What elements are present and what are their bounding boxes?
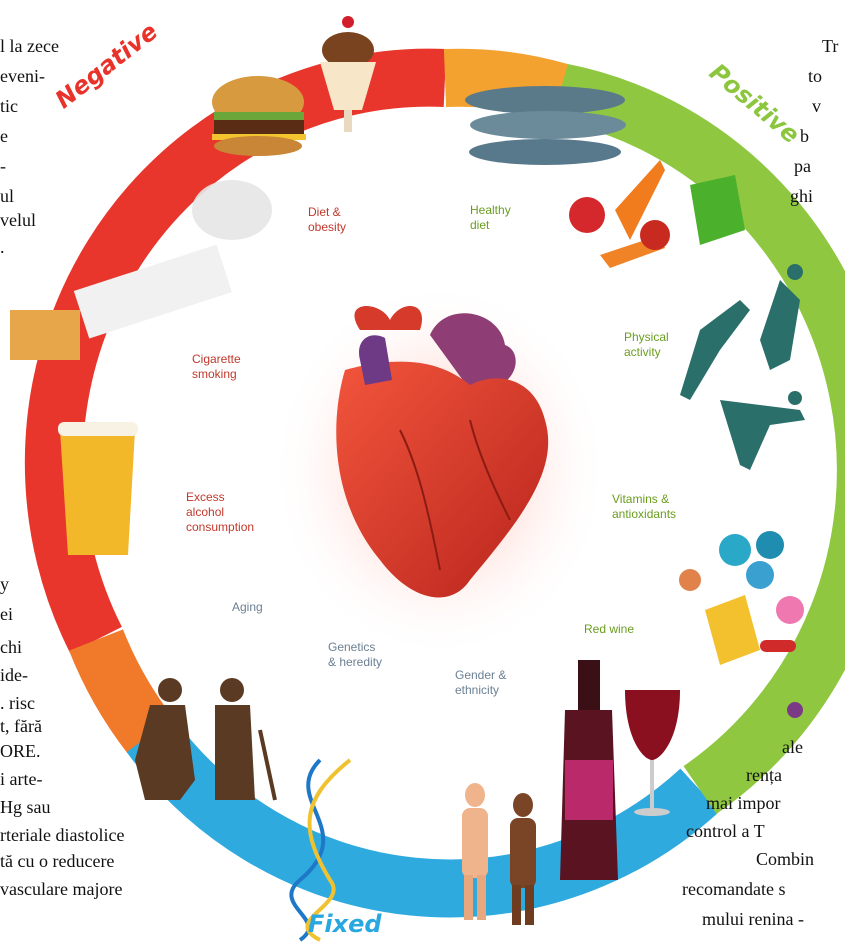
left-text-line: ORE. xyxy=(0,742,41,760)
left-text-line: Hg sau xyxy=(0,798,51,816)
right-text-line: pa xyxy=(794,157,811,175)
left-text-line: vasculare majore xyxy=(0,880,122,898)
label-healthy-diet: Healthy diet xyxy=(470,203,511,233)
label-vitamins-antioxidants: Vitamins & antioxidants xyxy=(612,492,676,522)
right-text-line: b xyxy=(800,127,809,145)
right-text-line: v xyxy=(812,97,821,115)
left-text-line: ide- xyxy=(0,666,28,684)
label-cigarette-smoking: Cigarette smoking xyxy=(192,352,241,382)
left-text-line: ei xyxy=(0,605,13,623)
right-text-line: recomandate s xyxy=(682,880,785,898)
right-text-line: mului renina - xyxy=(702,910,804,928)
right-text-line: ghi xyxy=(790,187,813,205)
ring-negative-orange-blend xyxy=(96,640,150,735)
right-text-line: control a T xyxy=(686,822,765,840)
label-red-wine: Red wine xyxy=(584,622,634,637)
left-text-line: eveni- xyxy=(0,67,45,85)
left-text-line: - xyxy=(0,157,6,175)
label-diet-obesity: Diet & obesity xyxy=(308,205,346,235)
left-text-line: rteriale diastolice xyxy=(0,826,124,844)
right-text-line: Combin xyxy=(756,850,814,868)
beer-illustration xyxy=(58,422,138,555)
left-text-line: y xyxy=(0,575,9,593)
right-text-line: rența xyxy=(746,766,782,784)
label-genetics-heredity: Genetics & heredity xyxy=(328,640,382,670)
right-text-line: mai impor xyxy=(706,794,781,812)
right-text-line: ale xyxy=(782,738,803,756)
right-text-line: Tr xyxy=(822,37,838,55)
left-text-line: i arte- xyxy=(0,770,42,788)
left-text-line: l la zece xyxy=(0,37,110,55)
label-aging: Aging xyxy=(232,600,263,615)
left-text-line: ul xyxy=(0,187,14,205)
left-text-line: tă cu o reducere xyxy=(0,852,114,870)
left-text-line: . risc xyxy=(0,694,35,712)
label-excess-alcohol: Excess alcohol consumption xyxy=(186,490,254,535)
right-text-line: to xyxy=(808,67,822,85)
left-text-line: . xyxy=(0,238,5,256)
ring-title-fixed: Fixed xyxy=(308,910,382,938)
left-text-line: t, fără xyxy=(0,717,42,735)
label-physical-activity: Physical activity xyxy=(624,330,669,360)
athletes-illustration xyxy=(680,264,805,470)
left-text-line: tic xyxy=(0,97,18,115)
left-text-line: chi xyxy=(0,638,22,656)
label-gender-ethnicity: Gender & ethnicity xyxy=(455,668,506,698)
left-text-line: velul xyxy=(0,211,36,229)
burger-illustration xyxy=(212,76,306,156)
fish-illustration xyxy=(465,86,626,165)
left-text-line: e xyxy=(0,127,8,145)
